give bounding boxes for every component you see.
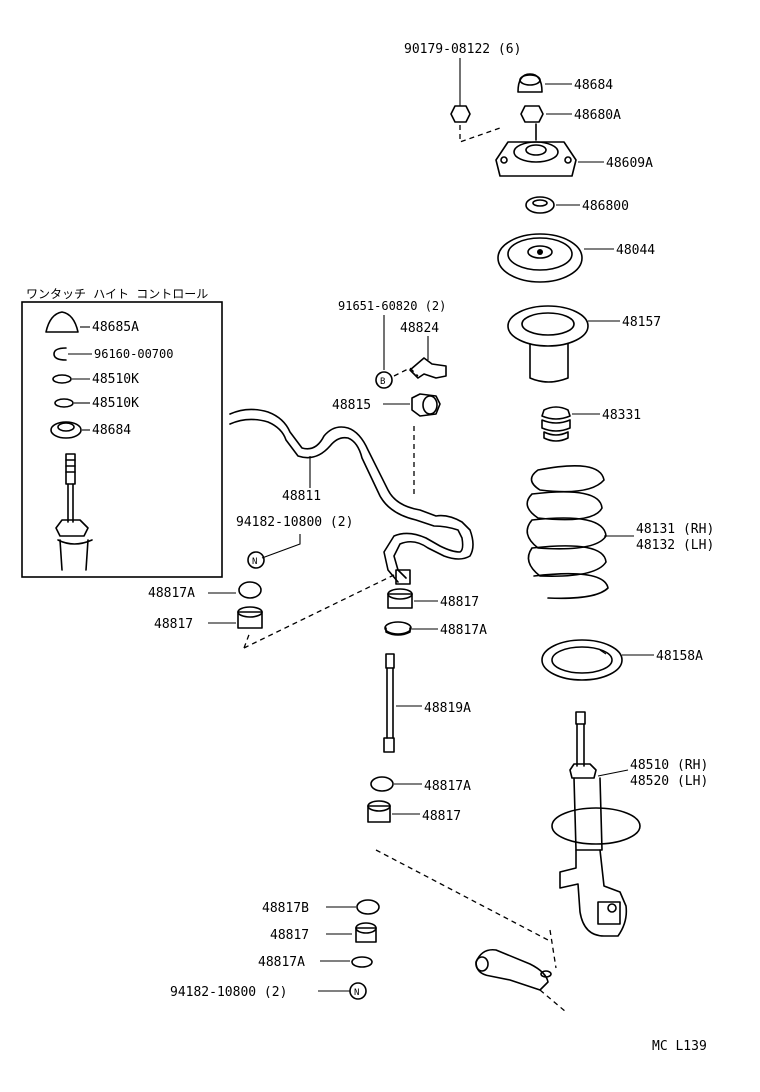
inset-title: ワンタッチ ハイト コントロール (26, 287, 208, 301)
inset-part-1: 96160-00700 (94, 347, 173, 361)
svg-text:B: B (380, 377, 385, 387)
part-bushing: 48815 (332, 393, 441, 498)
part-center-stack: 48817 48817A 48819A 48817A 48817 (367, 588, 549, 941)
clip-icon (53, 347, 67, 361)
label-spring-rh: 48131 (RH) (636, 522, 714, 537)
label-stabilizer-bar: 48811 (282, 489, 321, 504)
nut-icon (50, 421, 82, 439)
part-boot: 48157 (507, 305, 661, 383)
label-bumper: 48331 (602, 408, 641, 423)
part-nut: 48680A (520, 105, 621, 123)
label-bushing: 48815 (332, 398, 371, 413)
part-bottom-stack: 48817B 48817 48817A 94182-10800 (2) N (170, 899, 380, 1000)
label-support: 48609A (606, 156, 653, 171)
label-spring-lh: 48132 (LH) (636, 538, 714, 553)
label-nut: 48680A (574, 108, 621, 123)
label-boot: 48157 (622, 315, 661, 330)
inset-part-0: 48685A (92, 320, 139, 335)
label-cushion-left: 48817 (154, 617, 193, 632)
washer-icon (54, 398, 74, 408)
label-cushion-bottom: 48817 (270, 928, 309, 943)
part-bracket: 48824 (400, 321, 447, 379)
part-absorber: 48510 (RH) 48520 (LH) (551, 711, 708, 937)
label-nut-bottom: 94182-10800 (2) (170, 985, 287, 1000)
label-bracket: 48824 (400, 321, 439, 336)
cap-icon (45, 311, 79, 333)
part-spring: 48131 (RH) 48132 (LH) (526, 464, 714, 600)
washer-icon (52, 374, 72, 384)
label-retainer-b: 48817B (262, 901, 309, 916)
inset-box: ワンタッチ ハイト コントロール 48685A 96160-00700 4851… (21, 287, 223, 578)
inset-part-3: 48510K (92, 396, 139, 411)
part-upper-seat: 48044 (497, 233, 655, 283)
inset-part-2: 48510K (92, 372, 139, 387)
label-cushion-center-2: 48817 (422, 809, 461, 824)
part-nut-top: 94182-10800 (2) N (236, 515, 353, 569)
part-stabilizer-bar: 48811 (229, 408, 474, 585)
nut-icon (450, 105, 471, 123)
label-absorber-lh: 48520 (LH) (630, 774, 708, 789)
label-nut-6: 90179-08122 (6) (404, 42, 521, 57)
label-retainer-center-2: 48817A (424, 779, 471, 794)
part-left-stack: 48817A 48817 (148, 573, 397, 649)
part-cap: 48684 (517, 73, 613, 93)
label-link: 48819A (424, 701, 471, 716)
svg-text:N: N (252, 557, 257, 567)
label-nut-top: 94182-10800 (2) (236, 515, 353, 530)
label-bolt: 91651-60820 (2) (338, 299, 446, 313)
label-cap: 48684 (574, 78, 613, 93)
label-bearing: 486800 (582, 199, 629, 214)
label-retainer-center-1: 48817A (440, 623, 487, 638)
part-support: 48609A (495, 123, 653, 177)
diagram-code: MC L139 (652, 1039, 707, 1054)
label-retainer-left-top: 48817A (148, 586, 195, 601)
label-retainer-bottom: 48817A (258, 955, 305, 970)
part-lower-arm (475, 929, 567, 1013)
label-cushion-center-1: 48817 (440, 595, 479, 610)
part-bumper: 48331 (541, 406, 641, 442)
part-bearing: 486800 (525, 196, 629, 214)
nut-6: 90179-08122 (6) (404, 42, 521, 143)
label-upper-seat: 48044 (616, 243, 655, 258)
label-lower-insulator: 48158A (656, 649, 703, 664)
svg-text:N: N (354, 988, 359, 998)
label-absorber-rh: 48510 (RH) (630, 758, 708, 773)
shock-top-icon (55, 453, 93, 571)
inset-part-4: 48684 (92, 423, 131, 438)
part-lower-insulator: 48158A (541, 639, 703, 681)
part-bolt: 91651-60820 (2) B (338, 299, 446, 389)
